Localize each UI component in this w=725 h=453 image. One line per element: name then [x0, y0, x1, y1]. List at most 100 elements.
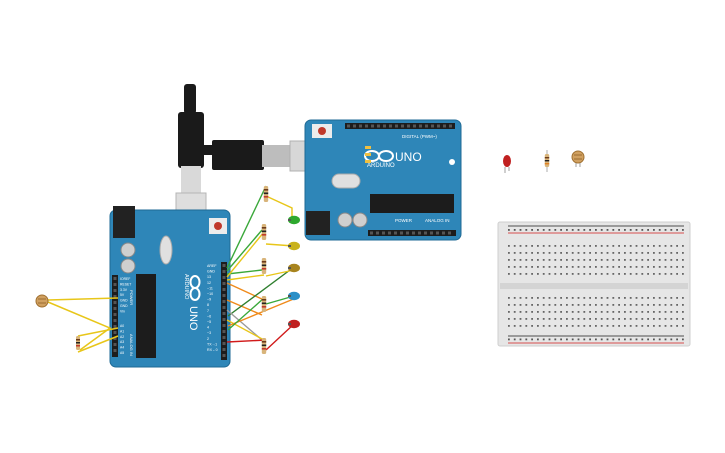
crystal	[159, 235, 173, 265]
palette-resistor[interactable]	[544, 150, 550, 172]
header-pin	[377, 124, 380, 128]
red-led[interactable]	[288, 319, 300, 329]
wire[interactable]	[227, 297, 265, 331]
digital-pin-label: 2	[207, 337, 209, 341]
header-pin	[113, 331, 117, 334]
breadboard-holes	[500, 225, 688, 344]
amber-led[interactable]	[288, 263, 300, 273]
power-pin-label: A4	[120, 346, 124, 350]
digital-pwm-label: DIGITAL (PWM~)	[402, 134, 437, 139]
palette-led[interactable]	[503, 155, 511, 173]
header-pin	[222, 282, 226, 285]
header-pin	[431, 124, 434, 128]
wire[interactable]	[226, 299, 263, 316]
blue-led[interactable]	[288, 291, 300, 301]
leds[interactable]	[288, 215, 300, 329]
header-pin	[394, 231, 397, 235]
green-led[interactable]	[288, 215, 300, 225]
header-pin	[113, 289, 117, 292]
digital-pin-label: ~10	[207, 292, 213, 296]
header-strip	[221, 262, 227, 360]
header-pin	[113, 343, 117, 346]
analog-in-label: ANALOG IN	[129, 334, 134, 356]
power-pin-label: IOREF	[120, 277, 130, 281]
capacitor-2	[120, 258, 136, 274]
header-pin	[222, 276, 226, 279]
header-pin	[413, 124, 416, 128]
power-analog-header[interactable]	[112, 275, 118, 357]
header-pin	[449, 124, 452, 128]
wire[interactable]	[226, 274, 265, 281]
digital-header[interactable]	[345, 123, 455, 129]
led-rx	[365, 160, 371, 163]
led-icon	[288, 319, 300, 329]
header-pin	[222, 354, 226, 357]
header-pin	[389, 124, 392, 128]
digital-pin-label: ~11	[207, 286, 213, 290]
wire[interactable]	[226, 282, 265, 301]
led-icon	[503, 155, 511, 167]
wires[interactable]	[226, 185, 297, 351]
wire[interactable]	[226, 231, 265, 278]
breadboard-icon[interactable]	[497, 221, 691, 347]
power-pin-label: A3	[120, 340, 124, 344]
yellow-led[interactable]	[288, 241, 300, 251]
digital-header[interactable]	[221, 262, 227, 360]
header-pin	[359, 124, 362, 128]
wire[interactable]	[226, 229, 263, 272]
header-pin	[222, 336, 226, 339]
photoresistor-circuit[interactable]	[35, 294, 119, 353]
header-pin	[401, 124, 404, 128]
header-pin	[113, 295, 117, 298]
header-pin	[365, 124, 368, 128]
wire[interactable]	[227, 297, 297, 327]
resistor-icon[interactable]	[261, 296, 267, 312]
header-pin	[388, 231, 391, 235]
wire[interactable]	[226, 185, 267, 269]
power-analog-header[interactable]	[368, 230, 456, 236]
header-pin	[113, 277, 117, 280]
analog-in-label: ANALOG IN	[425, 218, 450, 223]
resistor-icon[interactable]	[261, 224, 267, 240]
digital-pin-label: 12	[207, 281, 211, 285]
header-pin	[407, 124, 410, 128]
power-label: POWER	[129, 290, 134, 305]
arduino-infinity-logo-icon	[189, 275, 201, 301]
header-pin	[370, 231, 373, 235]
power-pin-label: 3.3V	[120, 288, 128, 292]
arduino-uno-upper[interactable]: DIGITAL (PWM~) POWER ANALOG IN ARDUINO U…	[304, 119, 462, 241]
digital-pin-label: AREF	[207, 264, 217, 268]
parts-palette[interactable]	[503, 150, 585, 173]
digital-pin-label: RX←0	[207, 348, 218, 352]
led-icon	[288, 241, 300, 251]
resistor-icon[interactable]	[263, 186, 269, 202]
pulldown-resistor-icon[interactable]	[76, 336, 80, 350]
wire[interactable]	[226, 319, 265, 341]
photoresistor-icon[interactable]	[35, 294, 49, 308]
header-pin	[222, 288, 226, 291]
header-pin	[442, 231, 445, 235]
wire[interactable]	[265, 269, 295, 277]
wire[interactable]	[226, 339, 267, 343]
wire[interactable]	[226, 269, 263, 275]
power-jack	[113, 206, 135, 238]
header-pin	[113, 349, 117, 352]
resistor-icon[interactable]	[261, 258, 267, 274]
wire[interactable]	[265, 323, 295, 351]
header-pin	[222, 306, 226, 309]
resistors[interactable]	[261, 186, 269, 354]
wire[interactable]	[265, 195, 293, 222]
digital-pin-label: ~9	[207, 298, 211, 302]
header-pin	[222, 270, 226, 273]
header-pin	[418, 231, 421, 235]
palette-photoresistor[interactable]	[571, 150, 585, 167]
wire[interactable]	[227, 269, 291, 317]
reset-button-cap	[214, 222, 222, 230]
led-l	[365, 146, 371, 149]
header-pin	[395, 124, 398, 128]
resistor-icon[interactable]	[261, 338, 267, 354]
